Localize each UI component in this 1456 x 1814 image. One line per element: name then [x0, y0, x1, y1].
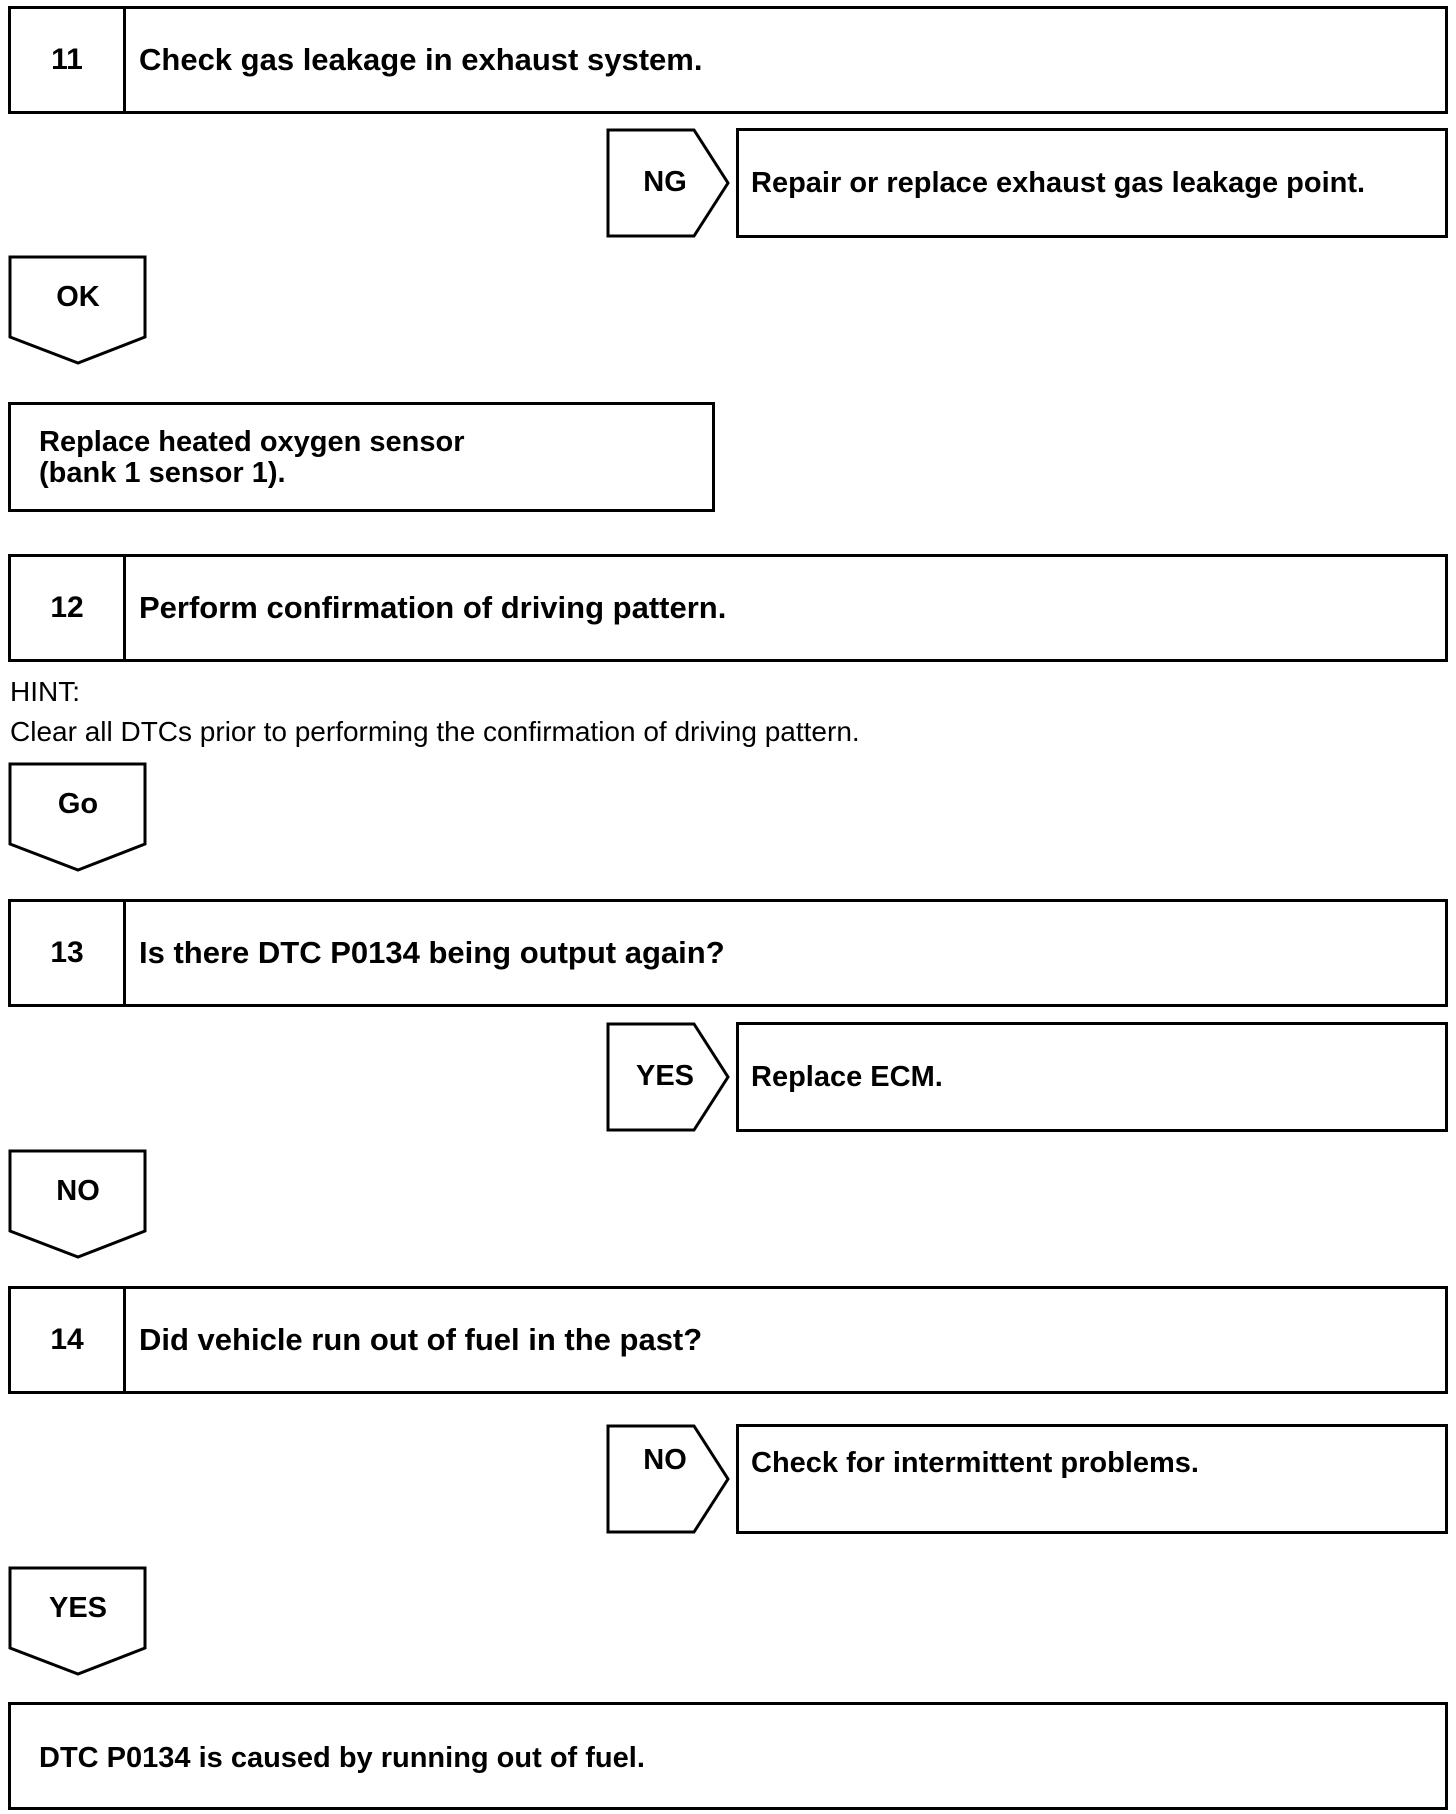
step-11-box: 11 Check gas leakage in exhaust system. [8, 6, 1448, 114]
hint-text: Clear all DTCs prior to performing the c… [10, 716, 860, 747]
no-side-tag: NO [606, 1424, 730, 1534]
step-number: 12 [11, 557, 126, 659]
ng-tag: NG [606, 128, 730, 238]
action-line-2: (bank 1 sensor 1). [39, 457, 286, 489]
step-title: Check gas leakage in exhaust system. [139, 42, 703, 77]
down-arrow-tag-shape [8, 762, 147, 872]
ng-result-box: Repair or replace exhaust gas leakage po… [736, 128, 1448, 238]
ok-tag: OK [8, 255, 148, 367]
right-arrow-tag-shape [606, 1424, 730, 1534]
down-arrow-tag-shape [8, 1149, 147, 1259]
yes-tag-label: YES [635, 1060, 695, 1092]
yes-down-tag: YES [8, 1566, 148, 1678]
no-tag: NO [8, 1149, 148, 1261]
yes-tag: YES [606, 1022, 730, 1132]
right-arrow-tag-shape [606, 128, 730, 238]
step-number: 11 [11, 9, 126, 111]
down-arrow-tag-shape [8, 1566, 147, 1676]
ng-result-text: Repair or replace exhaust gas leakage po… [751, 166, 1366, 199]
go-tag: Go [8, 762, 148, 874]
replace-oxygen-sensor-box: Replace heated oxygen sensor (bank 1 sen… [8, 402, 715, 512]
yes-down-tag-label: YES [48, 1592, 108, 1624]
no-tag-label: NO [56, 1175, 100, 1207]
no-side-tag-label: NO [643, 1444, 687, 1476]
conclusion-box: DTC P0134 is caused by running out of fu… [8, 1702, 1448, 1810]
step-title: Perform confirmation of driving pattern. [139, 590, 727, 625]
no-result-box: Check for intermittent problems. [736, 1424, 1448, 1534]
step-13-box: 13 Is there DTC P0134 being output again… [8, 899, 1448, 1007]
conclusion-text: DTC P0134 is caused by running out of fu… [39, 1742, 645, 1774]
right-arrow-tag-shape [606, 1022, 730, 1132]
step-number: 14 [11, 1289, 126, 1391]
step-title: Did vehicle run out of fuel in the past? [139, 1322, 703, 1357]
action-line-1: Replace heated oxygen sensor [39, 426, 465, 458]
step-title: Is there DTC P0134 being output again? [139, 935, 725, 970]
ng-tag-label: NG [643, 166, 687, 198]
hint: HINT: Clear all DTCs prior to performing… [10, 672, 1440, 752]
ok-tag-label: OK [56, 281, 100, 313]
down-arrow-tag-shape [8, 255, 147, 365]
yes-result-text: Replace ECM. [751, 1060, 943, 1093]
yes-result-box: Replace ECM. [736, 1022, 1448, 1132]
go-tag-label: Go [57, 788, 99, 820]
step-14-box: 14 Did vehicle run out of fuel in the pa… [8, 1286, 1448, 1394]
step-12-box: 12 Perform confirmation of driving patte… [8, 554, 1448, 662]
step-number: 13 [11, 902, 126, 1004]
hint-label: HINT: [10, 676, 80, 707]
no-result-text: Check for intermittent problems. [751, 1447, 1199, 1479]
